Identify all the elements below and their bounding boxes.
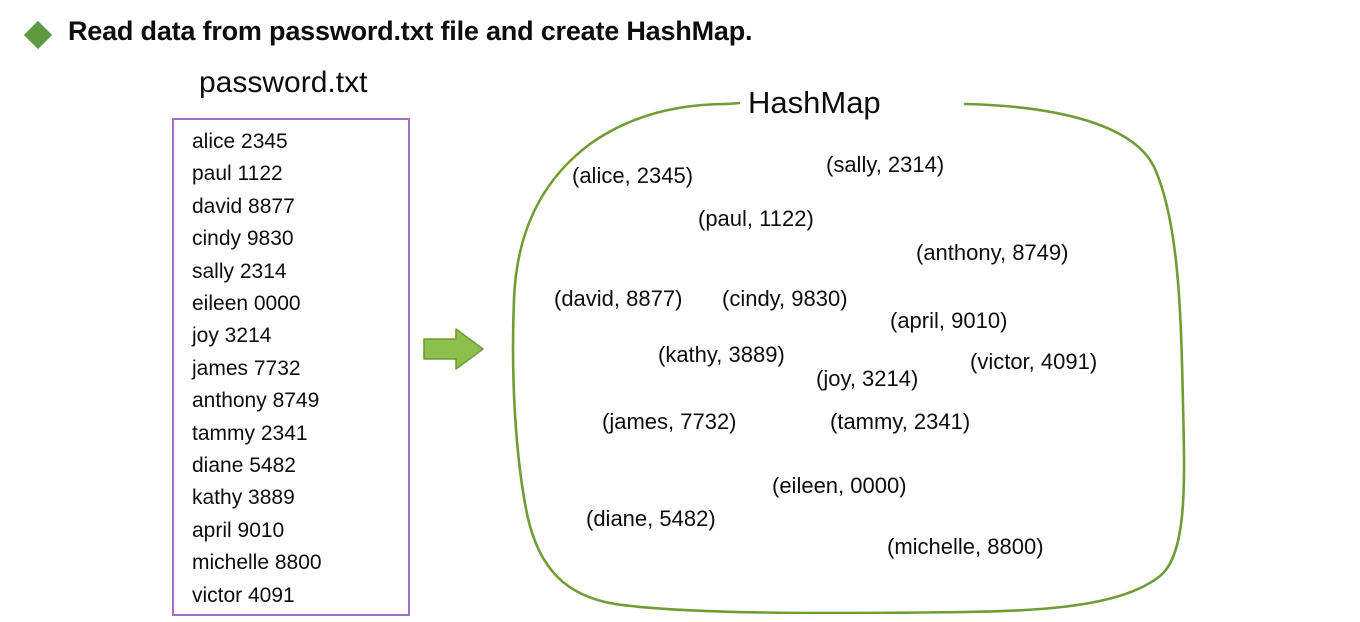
page-title: Read data from password.txt file and cre… bbox=[68, 16, 753, 46]
hashmap-label: HashMap bbox=[740, 85, 889, 121]
file-line: victor 4091 bbox=[192, 583, 295, 607]
flow-arrow-icon bbox=[423, 328, 484, 370]
file-line: joy 3214 bbox=[192, 324, 272, 348]
hashmap-outline-shape bbox=[511, 101, 1186, 614]
file-line-list: alice 2345 paul 1122 david 8877 cindy 9830 s… bbox=[192, 126, 402, 612]
hashmap-entry: (april, 9010) bbox=[890, 308, 1008, 333]
file-line: april 9010 bbox=[192, 518, 285, 542]
hashmap-entry: (tammy, 2341) bbox=[830, 409, 971, 434]
hashmap-entry: (anthony, 8749) bbox=[916, 240, 1069, 265]
file-line: alice 2345 bbox=[192, 130, 288, 153]
file-line: james 7732 bbox=[192, 356, 301, 380]
file-line: eileen 0000 bbox=[192, 292, 301, 316]
file-line: sally 2314 bbox=[192, 259, 287, 283]
hashmap-entry: (victor, 4091) bbox=[970, 349, 1098, 374]
hashmap-entry: (diane, 5482) bbox=[586, 506, 716, 531]
file-line: anthony 8749 bbox=[192, 389, 320, 413]
file-line: cindy 9830 bbox=[192, 227, 294, 251]
file-panel-heading: password.txt bbox=[199, 66, 368, 99]
hashmap-entry: (cindy, 9830) bbox=[722, 286, 848, 311]
hashmap-entry: (eileen, 0000) bbox=[772, 473, 907, 498]
hashmap-entry: (joy, 3214) bbox=[816, 366, 919, 391]
hashmap-entry: (michelle, 8800) bbox=[887, 534, 1044, 559]
hashmap-container: HashMap (alice, 2345) (sally, 2314) (paul,… bbox=[495, 84, 1205, 614]
file-line: kathy 3889 bbox=[192, 486, 295, 510]
hashmap-entry: (james, 7732) bbox=[602, 409, 737, 434]
file-content-box bbox=[172, 118, 410, 616]
diamond-bullet-icon bbox=[23, 20, 53, 50]
hashmap-entry: (sally, 2314) bbox=[826, 152, 945, 177]
hashmap-entry: (kathy, 3889) bbox=[658, 342, 785, 367]
file-line: tammy 2341 bbox=[192, 421, 308, 445]
file-line: diane 5482 bbox=[192, 454, 296, 478]
file-line: paul 1122 bbox=[192, 162, 283, 186]
hashmap-entry: (david, 8877) bbox=[554, 286, 683, 311]
hashmap-entry: (paul, 1122) bbox=[698, 206, 814, 231]
file-line: david 8877 bbox=[192, 194, 295, 218]
hashmap-entry: (alice, 2345) bbox=[572, 163, 694, 188]
file-line: michelle 8800 bbox=[192, 551, 322, 575]
slide-title-row: Read data from password.txt file and cre… bbox=[0, 8, 1360, 54]
